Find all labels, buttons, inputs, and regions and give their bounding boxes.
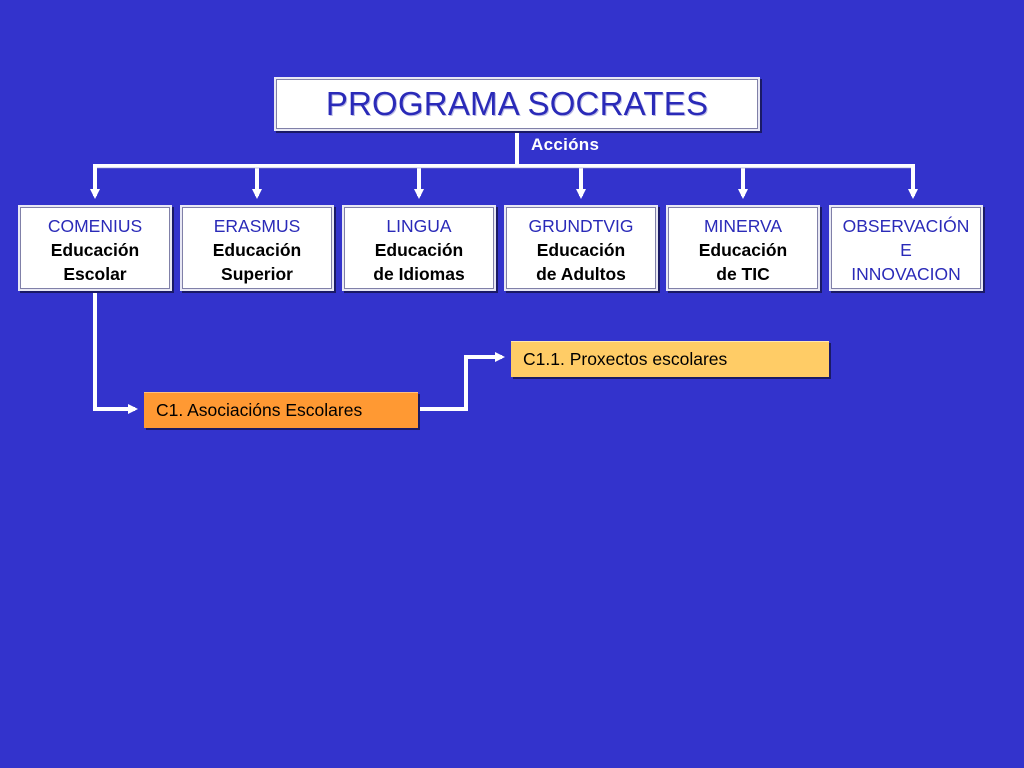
program-desc-2: de Idiomas xyxy=(373,264,465,284)
program-desc-1: E xyxy=(900,240,912,260)
program-box-comenius: COMENIUS Educación Escolar xyxy=(18,205,172,291)
action-box-c1: C1. Asociacións Escolares xyxy=(144,392,418,428)
program-name: COMENIUS xyxy=(47,216,143,236)
program-name: OBSERVACIÓN xyxy=(842,216,970,236)
program-desc-2: Escolar xyxy=(63,264,127,284)
program-box-minerva: MINERVA Educación de TIC xyxy=(666,205,820,291)
program-desc-1: Educación xyxy=(374,240,464,260)
program-box-erasmus: ERASMUS Educación Superior xyxy=(180,205,334,291)
program-box-lingua: LINGUA Educación de Idiomas xyxy=(342,205,496,291)
c1-to-c11 xyxy=(416,352,505,411)
program-name: ERASMUS xyxy=(213,216,301,236)
actions-label: Accións xyxy=(531,135,600,154)
program-box-observacion: OBSERVACIÓN E INNOVACION xyxy=(829,205,983,291)
program-box-grundtvig: GRUNDTVIG Educación de Adultos xyxy=(504,205,658,291)
program-desc-2: de TIC xyxy=(716,264,770,284)
program-desc-1: Educación xyxy=(212,240,302,260)
program-desc-2: de Adultos xyxy=(536,264,626,284)
program-name: LINGUA xyxy=(386,216,452,236)
program-desc-2: INNOVACION xyxy=(851,264,961,284)
page-title: PROGRAMA SOCRATES xyxy=(325,85,709,122)
program-title-box: PROGRAMA SOCRATES xyxy=(274,77,760,131)
program-desc-2: Superior xyxy=(221,264,293,284)
program-name: GRUNDTVIG xyxy=(528,216,634,236)
program-name: MINERVA xyxy=(703,216,783,236)
action-box-c11: C1.1. Proxectos escolares xyxy=(511,341,829,377)
program-desc-1: Educación xyxy=(698,240,788,260)
program-desc-1: Educación xyxy=(536,240,626,260)
comenius-to-c1 xyxy=(93,289,138,414)
program-desc-1: Educación xyxy=(50,240,140,260)
